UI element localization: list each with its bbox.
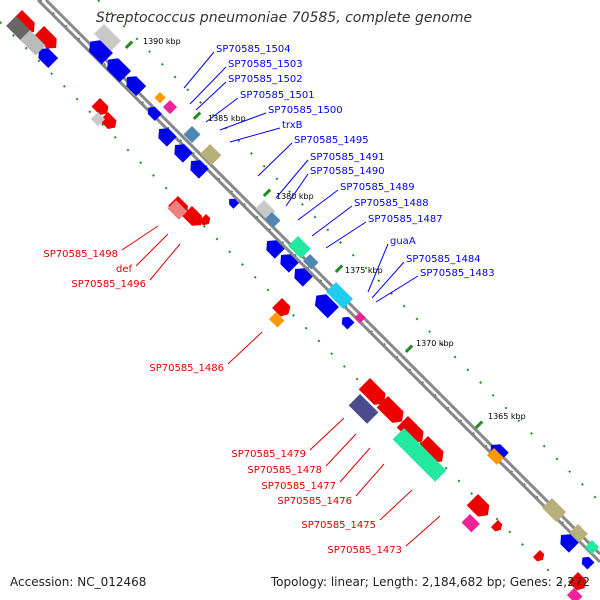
kbp-labels: 1390 kbp 1385 kbp 1380 kbp 1375 kbp 1370… (143, 37, 526, 421)
gene-feature (88, 40, 113, 65)
gene-feature (154, 92, 166, 104)
kbp-label: 1380 kbp (276, 192, 314, 201)
gene-feature (566, 588, 583, 600)
kbp-label: 1365 kbp (488, 412, 526, 421)
gene-feature (326, 282, 353, 309)
gene-feature (288, 236, 311, 259)
gene-label: SP70585_1489 (340, 182, 415, 193)
gene-label: SP70585_1487 (368, 214, 443, 225)
gene-feature (486, 448, 504, 465)
gene-feature (126, 76, 147, 97)
kbp-label: 1385 kbp (208, 114, 246, 123)
gene-feature (569, 524, 588, 543)
gene-feature (174, 144, 193, 163)
gene-feature (581, 556, 595, 570)
gene-feature (396, 416, 424, 443)
topology-label: Topology: linear; Length: 2,184,682 bp; … (270, 575, 590, 589)
kbp-label: 1375 kbp (345, 266, 383, 275)
gene-feature (158, 128, 177, 147)
gene-label: SP70585_1498 (43, 249, 118, 260)
coloured-gene-features (6, 16, 600, 600)
gene-label: SP70585_1475 (301, 520, 376, 531)
gene-feature (416, 436, 444, 463)
gene-label: SP70585_1479 (231, 449, 306, 460)
kbp-label: 1370 kbp (416, 339, 454, 348)
gene-feature (461, 514, 480, 533)
scale-tick (262, 188, 272, 197)
gene-feature (348, 394, 379, 424)
gene-feature (272, 298, 291, 317)
gene-label: SP70585_1477 (261, 481, 336, 492)
gene-feature (229, 198, 240, 209)
map-title: Streptococcus pneumoniae 70585, complete… (96, 10, 472, 26)
gene-label: SP70585_1483 (420, 268, 495, 279)
gene-feature (20, 30, 46, 56)
gene-feature (341, 316, 355, 330)
gene-feature (12, 10, 35, 33)
gene-feature (392, 428, 447, 482)
gene-label: SP70585_1476 (277, 496, 352, 507)
scale-ticks (124, 40, 484, 429)
gene-feature (266, 240, 285, 259)
gene-feature (34, 26, 57, 49)
reverse-strand-genes (38, 40, 595, 570)
gene-feature (198, 214, 211, 226)
gene-feature (542, 498, 567, 523)
gene-label: SP70585_1478 (247, 465, 322, 476)
gene-feature (490, 520, 503, 532)
gene-feature (264, 212, 281, 228)
gene-feature (167, 200, 188, 220)
gene-feature (560, 534, 579, 553)
left-gene-labels: SP70585_1498 def SP70585_1496 SP70585_14… (43, 225, 441, 556)
gene-label: SP70585_1486 (149, 363, 224, 374)
gene-label: SP70585_1495 (294, 135, 369, 146)
gene-feature (280, 254, 299, 273)
gene-feature (568, 572, 587, 591)
gene-feature (268, 312, 285, 328)
gene-label: SP70585_1501 (240, 90, 315, 101)
track-guide (97, 0, 600, 503)
scale-tick (404, 344, 414, 353)
scale-tick (192, 111, 202, 120)
scale-tick (474, 420, 484, 429)
scale-tick (334, 264, 344, 273)
right-gene-labels: SP70585_1504 SP70585_1503 SP70585_1502 S… (183, 44, 495, 303)
gene-feature (314, 294, 339, 319)
gene-feature (200, 144, 222, 166)
gene-feature (162, 100, 178, 115)
gene-feature (302, 254, 319, 270)
kbp-label: 1390 kbp (143, 37, 181, 46)
gene-label: SP70585_1496 (71, 279, 146, 290)
gene-label: SP70585_1504 (216, 44, 291, 55)
gene-label: guaA (390, 236, 416, 247)
gene-label: def (116, 264, 133, 275)
gene-feature (106, 58, 131, 83)
gene-feature (99, 112, 117, 129)
gene-label: trxB (282, 120, 303, 131)
gene-label: SP70585_1490 (310, 166, 385, 177)
gene-feature (94, 24, 121, 51)
accession-label: Accession: NC_012468 (10, 575, 146, 589)
gene-label: SP70585_1503 (228, 59, 303, 70)
gene-label: SP70585_1491 (310, 152, 385, 163)
gene-feature (376, 396, 404, 423)
gene-feature (532, 550, 545, 562)
scale-tick (124, 40, 134, 49)
gene-label: SP70585_1488 (354, 198, 429, 209)
gene-feature (294, 268, 313, 287)
gene-label: SP70585_1500 (268, 105, 343, 116)
gene-label: SP70585_1473 (327, 545, 402, 556)
gene-label: SP70585_1502 (228, 74, 303, 85)
gene-feature (354, 312, 366, 324)
gene-feature (190, 160, 209, 179)
backbone-line (36, 0, 600, 564)
forward-strand-genes (12, 10, 587, 591)
gene-label: SP70585_1484 (406, 254, 481, 265)
gene-feature (358, 378, 386, 405)
gene-feature (91, 98, 109, 115)
